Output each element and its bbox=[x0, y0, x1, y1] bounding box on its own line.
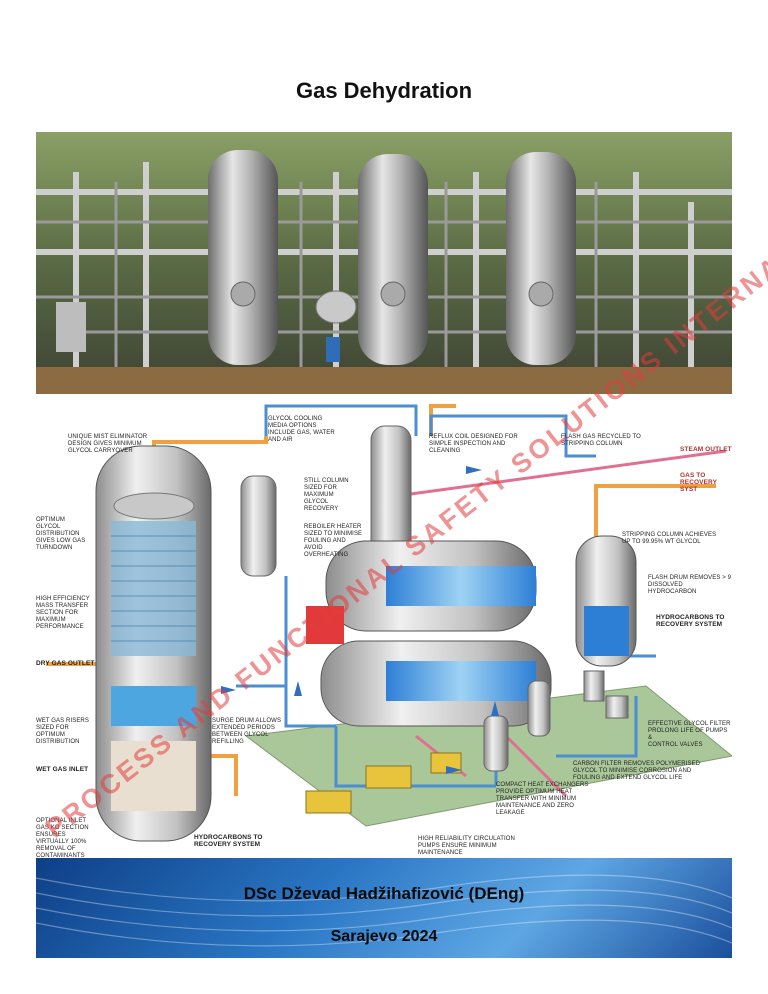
label-dry-gas-outlet: DRY GAS OUTLET bbox=[36, 660, 95, 667]
label-optimum-glycol: OPTIMUM GLYCOL DISTRIBUTION GIVES LOW GA… bbox=[36, 517, 86, 551]
plant-photo-illustration bbox=[36, 132, 732, 394]
process-diagram-illustration bbox=[46, 404, 732, 842]
banner-waves bbox=[36, 874, 732, 947]
label-reflux-coil: REFLUX COIL DESIGNED FOR SIMPLE INSPECTI… bbox=[429, 434, 518, 454]
label-flash-drum: FLASH DRUM REMOVES > 9 DISSOLVED HYDROCA… bbox=[648, 575, 732, 595]
label-hydrocarbons-recovery-right: HYDROCARBONS TO RECOVERY SYSTEM bbox=[656, 614, 725, 628]
label-stripping-column: STRIPPING COLUMN ACHIEVES UP TO 99.95% W… bbox=[622, 532, 717, 545]
place-year: Sarajevo 2024 bbox=[330, 928, 438, 945]
author-banner: DSc Dževad Hadžihafizović (DEng) Sarajev… bbox=[36, 858, 732, 958]
label-wet-gas-inlet: WET GAS INLET bbox=[36, 766, 89, 773]
label-circulation-pumps: HIGH RELIABILITY CIRCULATION PUMPS ENSUR… bbox=[418, 836, 515, 856]
label-steam-outlet: STEAM OUTLET bbox=[680, 446, 732, 453]
label-carbon-filter: CARBON FILTER REMOVES POLYMERISED GLYCOL… bbox=[573, 761, 701, 781]
label-glycol-cooling: GLYCOL COOLING MEDIA OPTIONS INCLUDE GAS… bbox=[268, 416, 335, 443]
label-reboiler-heater: REBOILER HEATER SIZED TO MINIMISE FOULIN… bbox=[304, 524, 363, 558]
document-title: Gas Dehydration bbox=[295, 78, 473, 103]
label-high-efficiency: HIGH EFFICIENCY MASS TRANSFER SECTION FO… bbox=[36, 596, 90, 630]
label-optional-inlet: OPTIONAL INLET GAS KO SECTION ENSURES VI… bbox=[36, 818, 89, 858]
label-mist-eliminator: UNIQUE MIST ELIMINATOR DESIGN GIVES MINI… bbox=[68, 434, 148, 454]
label-glycol-filter: EFFECTIVE GLYCOL FILTER PROLONG LIFE OF … bbox=[648, 721, 731, 748]
label-hydrocarbons-recovery-bottom: HYDROCARBONS TO RECOVERY SYSTEM bbox=[194, 834, 263, 848]
label-flash-gas: FLASH GAS RECYCLED TO STRIPPING COLUMN bbox=[561, 434, 641, 447]
label-wet-gas-risers: WET GAS RISERS SIZED FOR OPTIMUM DISTRIB… bbox=[36, 718, 89, 745]
plant-photo bbox=[36, 132, 732, 394]
label-still-column: STILL COLUMN SIZED FOR MAXIMUM GLYCOL RE… bbox=[304, 478, 349, 512]
author-name: DSc Dževad Hadžihafizović (DEng) bbox=[243, 884, 525, 903]
label-surge-drum: SURGE DRUM ALLOWS EXTENDED PERIODS BETWE… bbox=[212, 718, 282, 745]
label-compact-heat-exchangers: COMPACT HEAT EXCHANGERS PROVIDE OPTIMUM … bbox=[496, 782, 589, 816]
label-gas-to-recovery: GAS TO RECOVERY SYST bbox=[680, 472, 717, 493]
process-diagram: GLYCOL COOLING MEDIA OPTIONS INCLUDE GAS… bbox=[36, 396, 732, 858]
